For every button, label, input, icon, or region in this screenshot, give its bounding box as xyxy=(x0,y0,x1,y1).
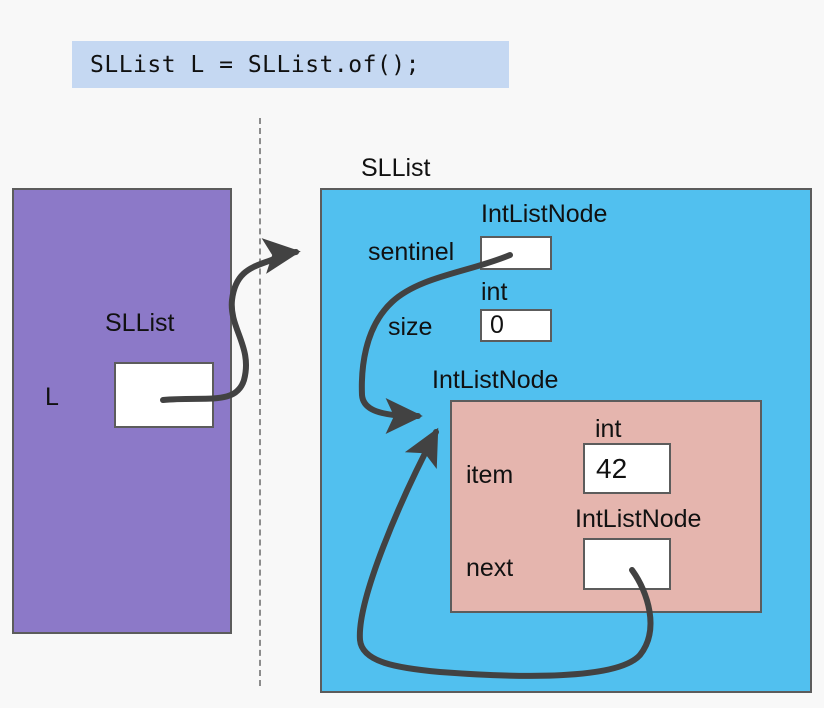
heap-sllist-type-label: SLList xyxy=(361,154,431,182)
item-field-label: item xyxy=(466,461,514,489)
node-type-label: IntListNode xyxy=(432,366,559,394)
size-value-text: 0 xyxy=(490,311,504,339)
sentinel-value-box xyxy=(480,236,552,270)
size-field-label: size xyxy=(388,313,433,341)
item-type-label: int xyxy=(595,415,622,443)
stack-variable-value-box xyxy=(114,362,214,428)
next-field-label: next xyxy=(466,554,514,582)
stack-variable-name-label: L xyxy=(45,383,59,411)
sentinel-field-label: sentinel xyxy=(368,238,455,266)
size-type-label: int xyxy=(481,278,508,306)
code-banner: SLList L = SLList.of(); xyxy=(72,41,509,88)
stack-heap-divider xyxy=(259,118,261,686)
code-text: SLList L = SLList.of(); xyxy=(90,51,420,78)
next-type-label: IntListNode xyxy=(575,505,702,533)
item-value-text: 42 xyxy=(596,452,628,484)
size-value-box: 0 xyxy=(480,309,552,342)
stack-variable-type-label: SLList xyxy=(105,309,175,337)
next-value-box xyxy=(583,538,671,590)
sentinel-type-label: IntListNode xyxy=(481,200,608,228)
item-value-box: 42 xyxy=(583,443,671,494)
